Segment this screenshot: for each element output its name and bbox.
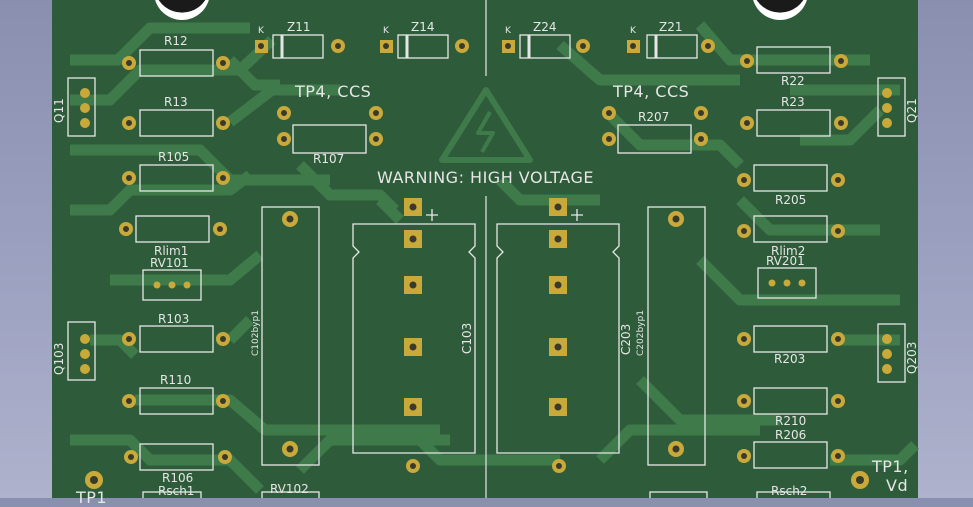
label-q103: Q103	[52, 342, 66, 375]
label-z11: Z11	[287, 20, 311, 34]
label-k-z21: K	[630, 26, 636, 36]
label-q21: Q21	[905, 98, 919, 123]
label-tp1-vd: Vd	[886, 476, 909, 495]
label-r205: R205	[775, 193, 807, 207]
label-r105: R105	[158, 150, 190, 164]
pad-holes	[90, 43, 864, 484]
label-tp4-ccs-right: TP4, CCS	[613, 82, 690, 101]
label-c203: C203	[619, 323, 633, 355]
label-warning: WARNING: HIGH VOLTAGE	[377, 168, 594, 187]
label-tp1: TP1,	[872, 457, 909, 476]
label-rv201: RV201	[766, 254, 805, 268]
label-r207: R207	[638, 110, 670, 124]
mounting-holes	[155, 0, 807, 20]
label-c103: C103	[460, 322, 474, 354]
label-rlim1: Rlim1	[154, 244, 189, 258]
silkscreen-outlines	[67, 34, 906, 498]
label-z21: Z21	[659, 20, 683, 34]
label-c102byp1: C102byp1	[251, 310, 261, 356]
label-rsch1: Rsch1	[158, 484, 195, 498]
label-rv102: RV102	[270, 482, 309, 496]
label-k-z14: K	[383, 26, 389, 36]
label-r107: R107	[313, 152, 345, 166]
label-r12: R12	[164, 34, 188, 48]
high-voltage-icon	[439, 87, 533, 163]
label-tp4-ccs-left: TP4, CCS	[295, 82, 372, 101]
label-q11: Q11	[52, 98, 66, 123]
label-r23: R23	[781, 95, 805, 109]
label-k-z24: K	[505, 26, 511, 36]
label-r206: R206	[775, 428, 807, 442]
label-r106: R106	[162, 471, 194, 485]
label-r13: R13	[164, 95, 188, 109]
label-r110: R110	[160, 373, 192, 387]
label-rlim2: Rlim2	[771, 244, 806, 258]
label-rsch2: Rsch2	[771, 484, 808, 498]
label-rv101: RV101	[150, 256, 189, 270]
label-r203: R203	[774, 352, 806, 366]
label-r22: R22	[781, 74, 805, 88]
label-tp-partial: TP1	[76, 488, 108, 507]
label-r103: R103	[158, 312, 190, 326]
label-z14: Z14	[411, 20, 435, 34]
label-z24: Z24	[533, 20, 557, 34]
label-c202byp1: C202byp1	[636, 310, 646, 356]
label-k-z11: K	[258, 26, 264, 36]
label-r210: R210	[775, 414, 807, 428]
label-q203: Q203	[905, 341, 919, 374]
